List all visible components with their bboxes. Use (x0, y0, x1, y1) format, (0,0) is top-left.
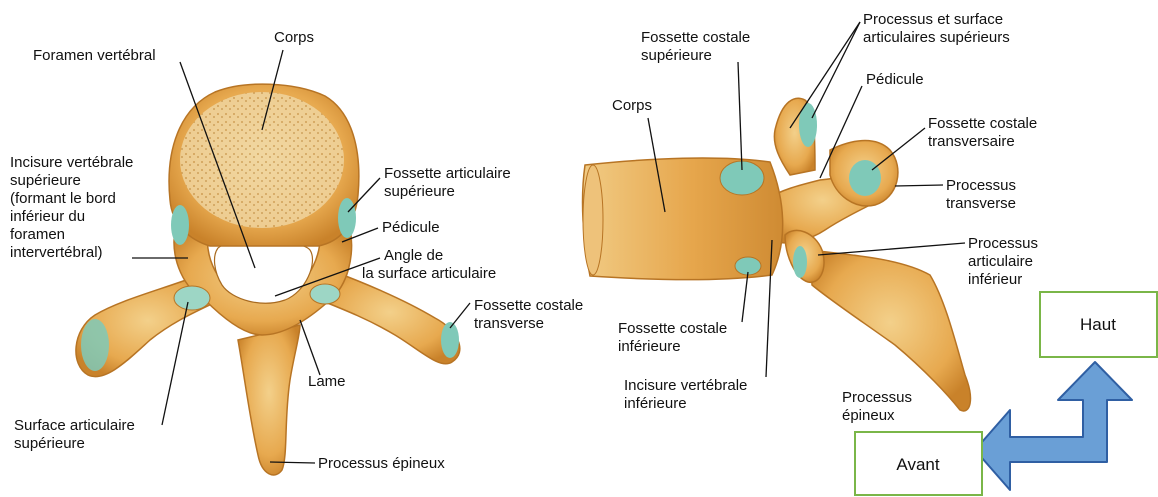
leader-fossette-costale-transverse (450, 303, 470, 328)
label-incisure-sup-line-3: (formant le bord (10, 190, 116, 207)
label-lame: Lame (308, 373, 346, 390)
label-fossette-costale-transverse: Fossette costale transverse (474, 297, 587, 332)
label-incisure-superieure: Incisure vertébrale supérieure (formant … (10, 154, 138, 261)
lateral-view-vertebra (583, 98, 971, 411)
label-incisure-sup-line-2: supérieure (10, 172, 81, 189)
label-fossette-costale-transversaire: Fossette costale transversaire (928, 115, 1041, 150)
left-spinous-process (238, 325, 300, 475)
label-pe-line-1: Processus (842, 389, 912, 406)
leader-fossette-costale-inf (742, 272, 748, 322)
label-fctr-line-2: transversaire (928, 133, 1015, 150)
left-transverse-costal-facet-left (81, 319, 109, 371)
label-psas-line-1: Processus et surface (863, 11, 1003, 28)
leader-processus-art-inf (818, 243, 965, 255)
label-sas-line-2: supérieure (14, 435, 85, 452)
label-angle-line-2: la surface articulaire (362, 265, 496, 282)
label-fossette-costale-inf: Fossette costale inférieure (618, 320, 731, 355)
leader-lame (300, 320, 320, 375)
leader-processus-surface-art-1 (812, 22, 860, 118)
label-angle-line-1: Angle de (384, 247, 443, 264)
left-facet-left (171, 205, 189, 245)
left-articular-surface-right (310, 284, 340, 304)
label-sas-line-1: Surface articulaire (14, 417, 135, 434)
label-incisure-sup-line-1: Incisure vertébrale (10, 154, 133, 171)
label-ii-line-2: inférieure (624, 395, 687, 412)
label-fossette-articulaire-sup: Fossette articulaire supérieure (384, 165, 515, 200)
label-fctr-line-1: Fossette costale (928, 115, 1037, 132)
label-angle-surface: Angle de la surface articulaire (362, 247, 496, 282)
label-fct-line-2: transverse (474, 315, 544, 332)
label-surface-articulaire-sup: Surface articulaire supérieure (14, 417, 139, 452)
right-body-end-surface (583, 165, 603, 275)
label-pt-line-1: Processus (946, 177, 1016, 194)
label-pai-line-2: articulaire (968, 253, 1033, 270)
label-psas-line-2: articulaires supérieurs (863, 29, 1010, 46)
right-spinous-process (810, 250, 970, 411)
label-incisure-inferieure: Incisure vertébrale inférieure (624, 377, 752, 412)
label-corps-left: Corps (274, 29, 314, 46)
orientation-arrow (975, 362, 1132, 490)
label-pai-line-3: inférieur (968, 271, 1022, 288)
left-articular-surface-left (174, 286, 210, 310)
label-fossette-costale-sup: Fossette costale supérieure (641, 29, 754, 64)
left-facet-right (338, 198, 356, 238)
right-inferior-articular-facet (793, 246, 807, 278)
label-processus-surface-art-sup: Processus et surface articulaires supéri… (863, 11, 1010, 46)
left-body-spongy-surface (180, 92, 344, 228)
label-corps-right: Corps (612, 97, 652, 114)
label-processus-articulaire-inf: Processus articulaire inférieur (968, 235, 1042, 288)
label-processus-transverse: Processus transverse (946, 177, 1020, 212)
label-incisure-sup-line-6: intervertébral) (10, 244, 103, 261)
label-processus-epineux-right: Processus épineux (842, 389, 916, 424)
label-fossette-art-sup-line-2: supérieure (384, 183, 455, 200)
right-transverse-costal-facet (849, 160, 881, 196)
label-fcs-line-2: supérieure (641, 47, 712, 64)
label-pedicule-left: Pédicule (382, 219, 440, 236)
leader-processus-transverse (895, 185, 943, 186)
leader-fossette-costale-sup (738, 62, 742, 170)
label-pe-line-2: épineux (842, 407, 895, 424)
label-fci-line-1: Fossette costale (618, 320, 727, 337)
label-incisure-sup-line-4: inférieur du (10, 208, 85, 225)
label-pt-line-2: transverse (946, 195, 1016, 212)
label-ii-line-1: Incisure vertébrale (624, 377, 747, 394)
label-fcs-line-1: Fossette costale (641, 29, 750, 46)
label-fct-line-1: Fossette costale (474, 297, 583, 314)
label-pedicule-right: Pédicule (866, 71, 924, 88)
label-pai-line-1: Processus (968, 235, 1038, 252)
label-foramen-vertebral: Foramen vertébral (33, 47, 156, 64)
label-fossette-art-sup-line-1: Fossette articulaire (384, 165, 511, 182)
label-processus-epineux-left: Processus épineux (318, 455, 445, 472)
label-incisure-sup-line-5: foramen (10, 226, 65, 243)
label-fci-line-2: inférieure (618, 338, 681, 355)
haut-label: Haut (1080, 315, 1116, 334)
avant-label: Avant (896, 455, 939, 474)
